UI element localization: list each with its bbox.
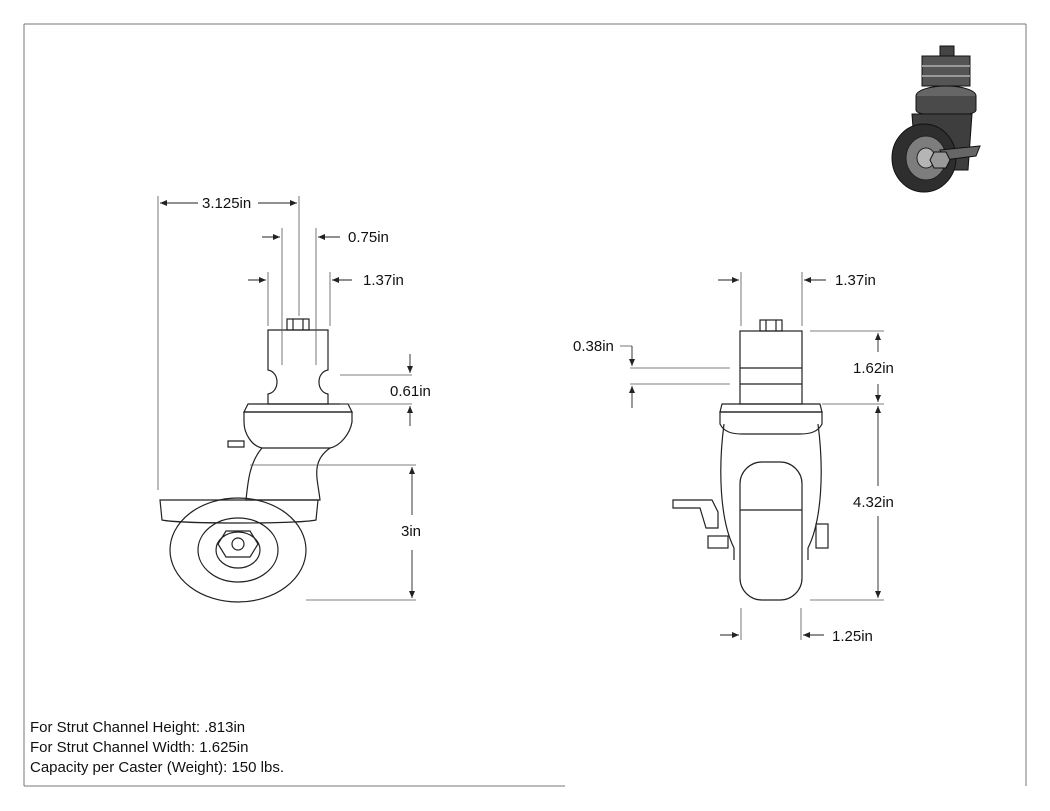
isometric-caster-thumbnail	[891, 45, 981, 193]
wheel-height-label: 3in	[401, 523, 421, 540]
side-dimension-labels: 3.125in 0.75in 1.37in 0.61in 3in	[202, 195, 431, 540]
strut-channel-height-note: For Strut Channel Height: .813in	[30, 719, 246, 736]
front-extension-lines	[620, 272, 884, 640]
body-height-label: 4.32in	[853, 494, 894, 511]
strut-channel-width-note: For Strut Channel Width: 1.625in	[30, 739, 249, 756]
front-view-caster	[672, 319, 829, 601]
front-plate-offset-label: 1.37in	[835, 272, 876, 289]
side-extension-lines	[157, 196, 416, 601]
groove-height-label: 0.61in	[390, 383, 431, 400]
overall-width-label: 3.125in	[202, 195, 251, 212]
stem-height-label: 1.62in	[853, 360, 894, 377]
side-view-caster	[159, 318, 353, 603]
side-plate-offset-label: 1.37in	[363, 272, 404, 289]
capacity-note: Capacity per Caster (Weight): 150 lbs.	[30, 759, 284, 776]
specification-notes: For Strut Channel Height: .813in For Str…	[30, 718, 284, 778]
groove-offset-label: 0.38in	[573, 338, 614, 355]
front-dimension-labels: 1.37in 0.38in 1.62in 4.32in 1.25in	[573, 272, 894, 645]
front-dimension-arrows	[629, 277, 881, 638]
stem-width-label: 0.75in	[348, 229, 389, 246]
sheet-border	[23, 23, 1027, 787]
side-dimension-arrows	[160, 200, 415, 598]
wheel-width-label: 1.25in	[832, 628, 873, 645]
